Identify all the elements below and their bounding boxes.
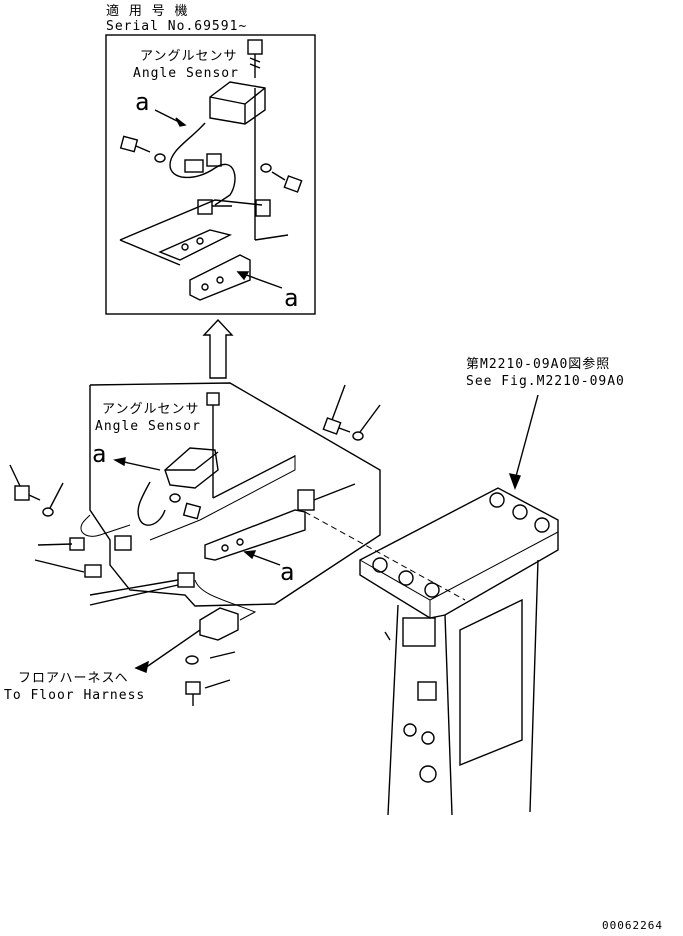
main-sensor-label-jp: アングルセンサ	[102, 402, 200, 417]
main-sensor-label-en: Angle Sensor	[95, 419, 201, 434]
reference-figure-en: See Fig.M2210-09A0	[466, 374, 625, 389]
main-leader-lines	[9, 384, 381, 689]
reference-figure-jp: 第M2210-09A0図参照	[466, 357, 611, 372]
main-clamps	[69, 535, 195, 588]
detail-bolt-top	[247, 39, 263, 78]
detail-view-marker-bottom: a	[284, 284, 299, 312]
main-bolt-left	[14, 485, 54, 517]
main-panel-outline	[89, 382, 381, 607]
detail-clip	[184, 153, 222, 173]
detail-sensor-label-en: Angle Sensor	[133, 66, 239, 81]
detail-frame	[105, 34, 316, 315]
detail-sensor-body	[209, 81, 266, 125]
drawing-number: 00062264	[602, 919, 663, 932]
detail-view-marker-top: a	[135, 88, 150, 116]
main-view-marker-left: a	[92, 440, 107, 468]
main-sensor-body	[164, 447, 219, 489]
applicable-serial-heading: 適 用 号 機	[106, 4, 189, 19]
detail-cable	[169, 122, 236, 206]
reference-leader	[514, 394, 539, 481]
main-bolt-bottom	[185, 655, 201, 706]
floor-harness-label-en: To Floor Harness	[4, 688, 146, 703]
machine-frame	[304, 487, 559, 816]
detail-bracket	[119, 88, 271, 301]
detail-leader-bracket	[254, 234, 289, 241]
detail-bolt-right	[260, 163, 303, 193]
view-transfer-arrow	[202, 318, 234, 379]
floor-harness-label-jp: フロアハーネスヘ	[18, 671, 129, 686]
to-harness-arrow	[134, 660, 149, 673]
detail-sensor-label-jp: アングルセンサ	[140, 49, 238, 64]
serial-number-range: Serial No.69591~	[106, 19, 248, 34]
detail-view	[105, 34, 316, 315]
main-view-marker-right: a	[280, 558, 295, 586]
main-bolt-center	[169, 493, 202, 520]
main-bolt-top	[206, 392, 296, 499]
detail-bolt-left	[119, 135, 166, 163]
main-harness-connector	[144, 579, 257, 669]
main-bracket	[204, 489, 315, 561]
main-cable	[137, 481, 166, 526]
main-bolt-right	[322, 417, 364, 441]
detail-connector	[197, 199, 232, 215]
main-assembly	[9, 382, 381, 706]
